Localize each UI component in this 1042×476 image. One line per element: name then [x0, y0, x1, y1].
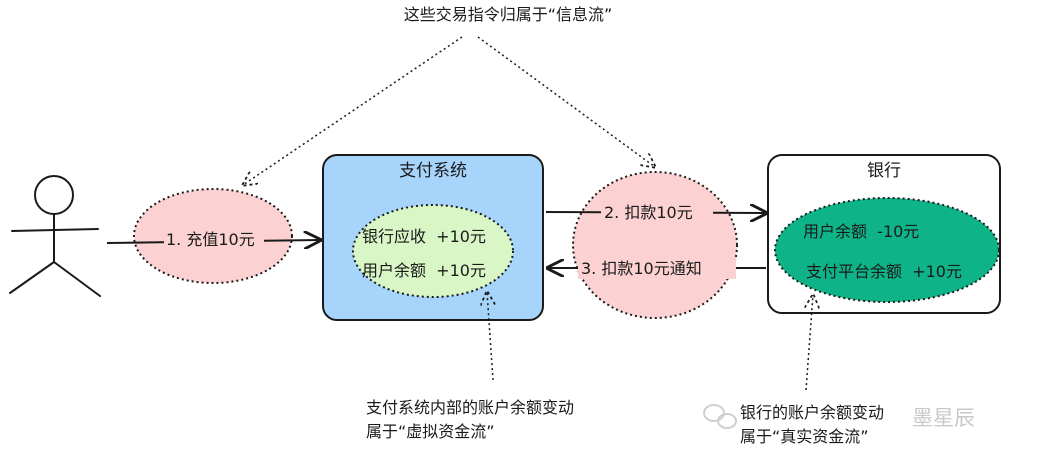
info-flow-arrow-right [477, 36, 655, 167]
bank-user-balance-text: 用户余额 -10元 [803, 222, 919, 241]
bottom-right-note-line2: 属于“真实资金流” [740, 427, 869, 446]
step2-3-bubble [572, 171, 738, 319]
bottom-right-note-line1: 银行的账户余额变动 [740, 403, 884, 422]
payment-system-user-balance-text: 用户余额 +10元 [362, 261, 486, 280]
payment-system-balance-bubble [352, 204, 514, 298]
bank-platform-balance-text: 支付平台余额 +10元 [806, 262, 962, 281]
step1-text: 1. 充值10元 [166, 230, 255, 249]
bank-balance-bubble [774, 197, 1000, 303]
step2-text: 2. 扣款10元 [604, 203, 693, 222]
wechat-watermark-icon [703, 404, 737, 429]
step3-text: 3. 扣款10元通知 [581, 259, 702, 278]
bottom-left-note-line1: 支付系统内部的账户余额变动 [366, 398, 574, 417]
payment-system-title: 支付系统 [399, 161, 467, 181]
bank-title: 银行 [867, 161, 901, 181]
user-stick-figure-icon [9, 175, 101, 297]
watermark-text: 墨星辰 [912, 406, 975, 430]
real-flow-arrow [806, 295, 813, 391]
top-note-text: 这些交易指令归属于“信息流” [404, 5, 613, 24]
info-flow-arrow-left [243, 36, 463, 185]
bottom-left-note-line2: 属于“虚拟资金流” [366, 422, 495, 441]
payment-system-receivable-text: 银行应收 +10元 [362, 227, 486, 246]
